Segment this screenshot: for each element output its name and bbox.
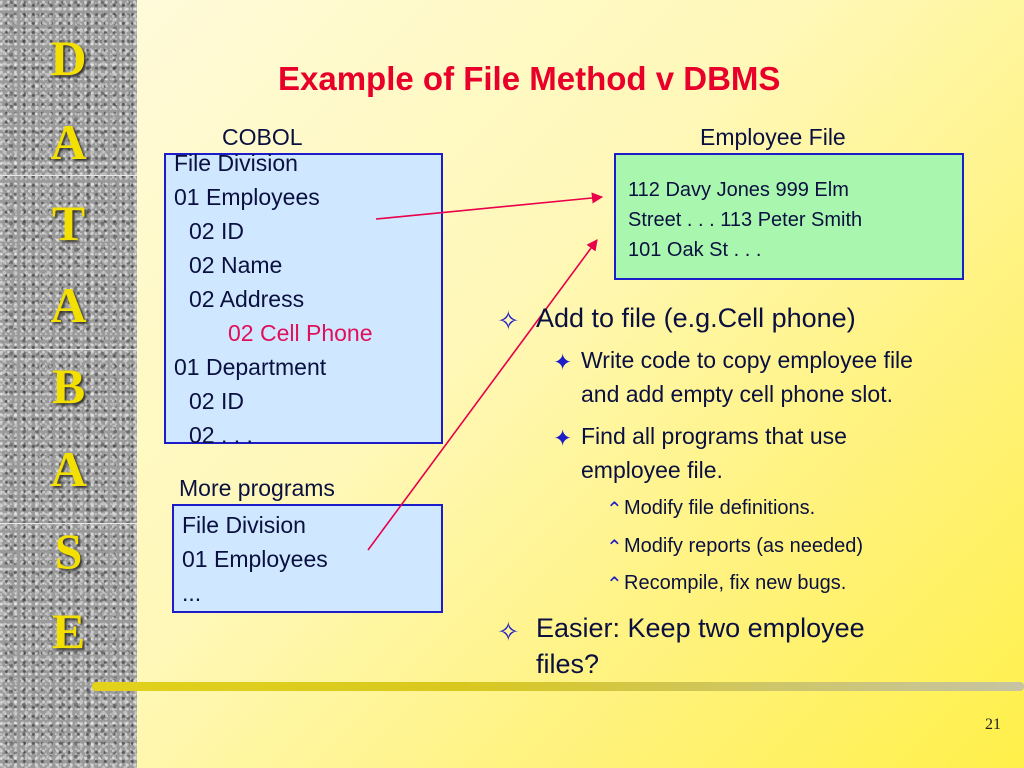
bullet-find-programs: Find all programs that use	[581, 423, 847, 449]
bullet-modify-file-definitions: Modify file definitions.	[624, 497, 816, 519]
cobol-label: COBOL	[222, 124, 303, 150]
code-line: 01 Department	[174, 354, 327, 380]
code-line-cell-phone: 02 Cell Phone	[228, 320, 373, 346]
bullet-mark-icon: ✧	[497, 617, 520, 647]
sidebar-letter: T	[51, 195, 86, 251]
bullet-mark-icon: ✦	[553, 349, 573, 375]
sidebar-divider	[0, 349, 137, 350]
sidebar-letter: A	[50, 441, 87, 497]
page-number: 21	[985, 716, 1001, 733]
bullet-mark-icon: ⌃	[606, 499, 623, 521]
sidebar-letter: E	[51, 603, 86, 659]
sidebar-letter: B	[51, 358, 86, 414]
bullet-mark-icon: ✧	[497, 306, 520, 336]
bullet-mark-icon: ⌃	[606, 537, 623, 559]
cobol-file-division-box	[164, 153, 443, 444]
more-programs-label: More programs	[179, 475, 335, 501]
employee-file-box: 112 Davy Jones 999 Elm Street . . . 113 …	[614, 153, 964, 280]
sidebar-divider	[0, 175, 137, 176]
bullet-write-code-cont: and add empty cell phone slot.	[581, 381, 893, 407]
bullet-easier: Easier: Keep two employee	[536, 613, 865, 643]
sidebar-letter: A	[50, 114, 87, 170]
bullet-recompile: Recompile, fix new bugs.	[624, 572, 847, 594]
code-line: 01 Employees	[174, 184, 320, 210]
code-line: 02 . . .	[189, 422, 253, 448]
code-line: ...	[182, 580, 202, 606]
bullet-modify-reports: Modify reports (as needed)	[624, 535, 864, 557]
sidebar-letter: S	[54, 523, 83, 579]
sidebar-letter: D	[50, 30, 87, 86]
employee-record-line: 112 Davy Jones 999 Elm	[628, 179, 849, 201]
code-line: 02 Address	[189, 286, 305, 312]
employee-record-line: 101 Oak St . . .	[628, 239, 762, 261]
bullet-mark-icon: ✦	[553, 425, 573, 451]
arrow-programs-to-employee-file	[367, 239, 598, 551]
more-programs-box	[172, 504, 443, 613]
code-line: 02 ID	[189, 218, 244, 244]
employee-record-line: Street . . . 113 Peter Smith	[628, 209, 863, 231]
code-line: 02 ID	[189, 388, 244, 414]
sidebar-divider	[0, 523, 137, 524]
footer-rule	[92, 682, 1024, 691]
bullet-easier-cont: files?	[536, 649, 600, 679]
bullet-write-code: Write code to copy employee file	[581, 347, 913, 373]
bullet-add-to-file: Add to file (e.g.Cell phone)	[536, 303, 856, 333]
bullet-find-programs-cont: employee file.	[581, 457, 723, 483]
code-line: 02 Name	[189, 252, 283, 278]
bullet-mark-icon: ⌃	[606, 574, 623, 596]
slide-title: Example of File Method v DBMS	[278, 60, 781, 97]
arrow-cobol-to-employee-file	[375, 192, 604, 220]
sidebar-letter: A	[50, 277, 87, 333]
employee-file-label: Employee File	[700, 124, 846, 150]
code-line: File Division	[174, 150, 298, 176]
sidebar-database: D A T A B A S E	[0, 0, 137, 768]
code-line: 01 Employees	[182, 546, 328, 572]
code-line: File Division	[182, 512, 306, 538]
